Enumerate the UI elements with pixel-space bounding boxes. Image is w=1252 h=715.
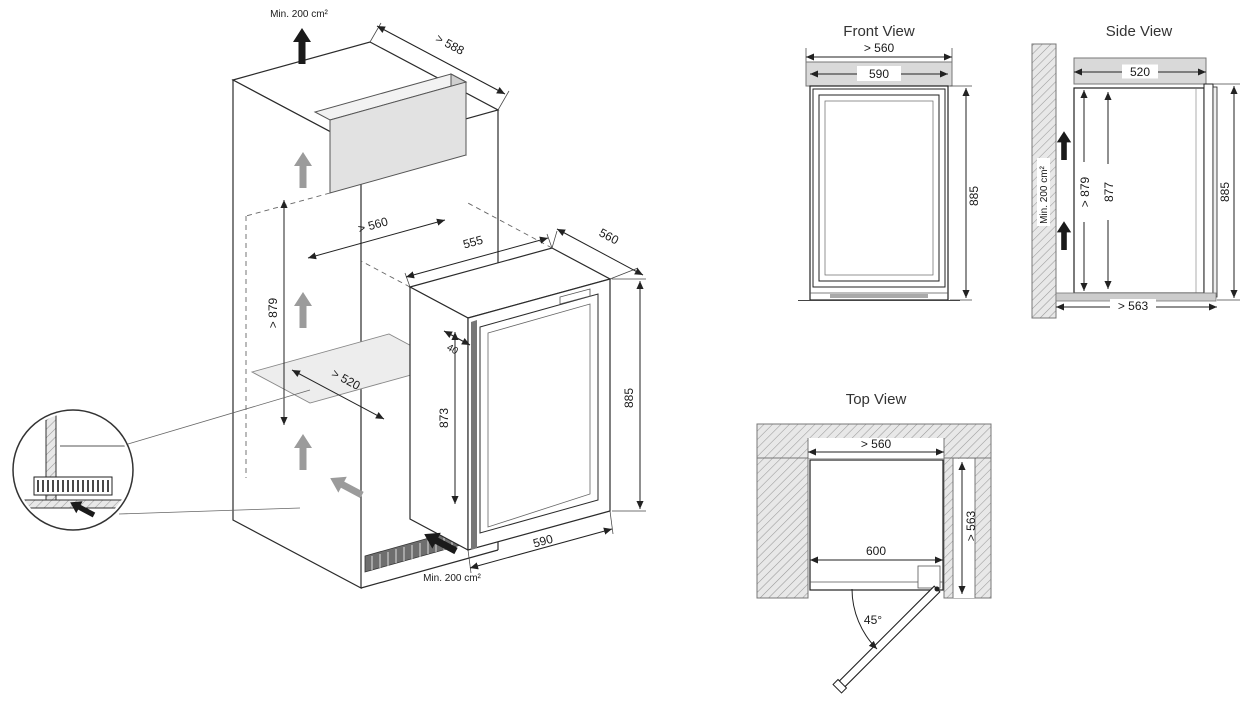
side-dim-height: 877 bbox=[1102, 182, 1116, 202]
side-airflow-arrow-icon bbox=[1056, 221, 1072, 250]
front-plinth-grille bbox=[830, 294, 928, 298]
side-appliance-body bbox=[1073, 87, 1205, 294]
vent-label-top: Min. 200 cm² bbox=[270, 9, 328, 20]
front-door-glass bbox=[824, 100, 934, 276]
side-dim-niche-depth: > 563 bbox=[1118, 299, 1149, 313]
detail-circle bbox=[12, 409, 134, 531]
dim-appliance-depth: 560 bbox=[597, 226, 622, 248]
dim-niche-height: > 879 bbox=[266, 297, 280, 328]
appliance-unit bbox=[408, 247, 612, 552]
side-dim-door-height: 885 bbox=[1218, 182, 1232, 202]
front-appliance-body bbox=[809, 85, 949, 301]
front-dim-width: 590 bbox=[869, 67, 889, 81]
side-door-panel bbox=[1203, 83, 1214, 301]
top-compartment-front bbox=[329, 81, 467, 194]
top-view-title: Top View bbox=[846, 391, 907, 408]
front-dim-niche-width: > 560 bbox=[864, 41, 895, 55]
side-dim-depth-backing bbox=[1122, 64, 1158, 79]
side-vent-label-backing bbox=[1037, 158, 1050, 226]
top-left-wall bbox=[756, 457, 809, 599]
dim-appliance-width: 555 bbox=[461, 233, 484, 252]
side-dim-879-backing bbox=[1077, 162, 1091, 222]
dim-door-width: 590 bbox=[531, 532, 554, 551]
side-dim-563-backing bbox=[1110, 299, 1156, 313]
top-dim-width: 600 bbox=[866, 544, 886, 558]
door-swing-arc bbox=[851, 588, 878, 650]
front-dim-width-backing bbox=[857, 66, 901, 81]
dim-door-height: 885 bbox=[622, 388, 636, 408]
top-door-angle: 45° bbox=[864, 613, 882, 627]
top-open-door bbox=[832, 585, 941, 694]
compartment-hidden-edge bbox=[245, 192, 331, 217]
top-view: Top View > 560 > 563 600 45° bbox=[756, 391, 992, 694]
appliance-door-face bbox=[467, 278, 611, 551]
side-dim-niche-height: > 879 bbox=[1078, 176, 1092, 207]
door-handle bbox=[471, 320, 477, 550]
door-display bbox=[559, 288, 591, 305]
front-view-title: Front View bbox=[843, 23, 915, 40]
side-view-title: Side View bbox=[1106, 23, 1173, 40]
insertion-guide-line bbox=[360, 260, 411, 288]
side-dim-877-backing bbox=[1101, 164, 1115, 220]
top-dim-niche-depth: > 563 bbox=[964, 510, 978, 541]
front-door-frame bbox=[818, 94, 940, 282]
front-dim-height: 885 bbox=[967, 186, 981, 206]
side-view: Side View 520 Min. 200 cm² > 879 877 885… bbox=[1031, 23, 1240, 319]
side-vent-label: Min. 200 cm² bbox=[1039, 165, 1050, 223]
top-dim-niche-width: > 560 bbox=[861, 437, 892, 451]
door-frame bbox=[479, 293, 599, 534]
door-glass bbox=[487, 303, 591, 528]
side-dim-depth: 520 bbox=[1130, 65, 1150, 79]
front-door-outline bbox=[812, 88, 946, 288]
side-door-trim bbox=[1212, 86, 1218, 298]
dim-appliance-height: 873 bbox=[437, 408, 451, 428]
insertion-guide-line bbox=[465, 201, 553, 249]
grille-detail-callout bbox=[12, 389, 311, 531]
side-airflow-arrow-icon bbox=[1056, 131, 1072, 160]
top-hinge-pin bbox=[934, 586, 940, 592]
top-hinge-box bbox=[917, 565, 941, 589]
vent-label-bottom: Min. 200 cm² bbox=[423, 573, 481, 584]
front-view: Front View > 560 590 885 bbox=[798, 23, 981, 301]
isometric-view: > 588 > 560 > 879 > 520 555 560 40 873 8… bbox=[12, 9, 646, 589]
dim-top-depth: > 588 bbox=[433, 31, 467, 58]
